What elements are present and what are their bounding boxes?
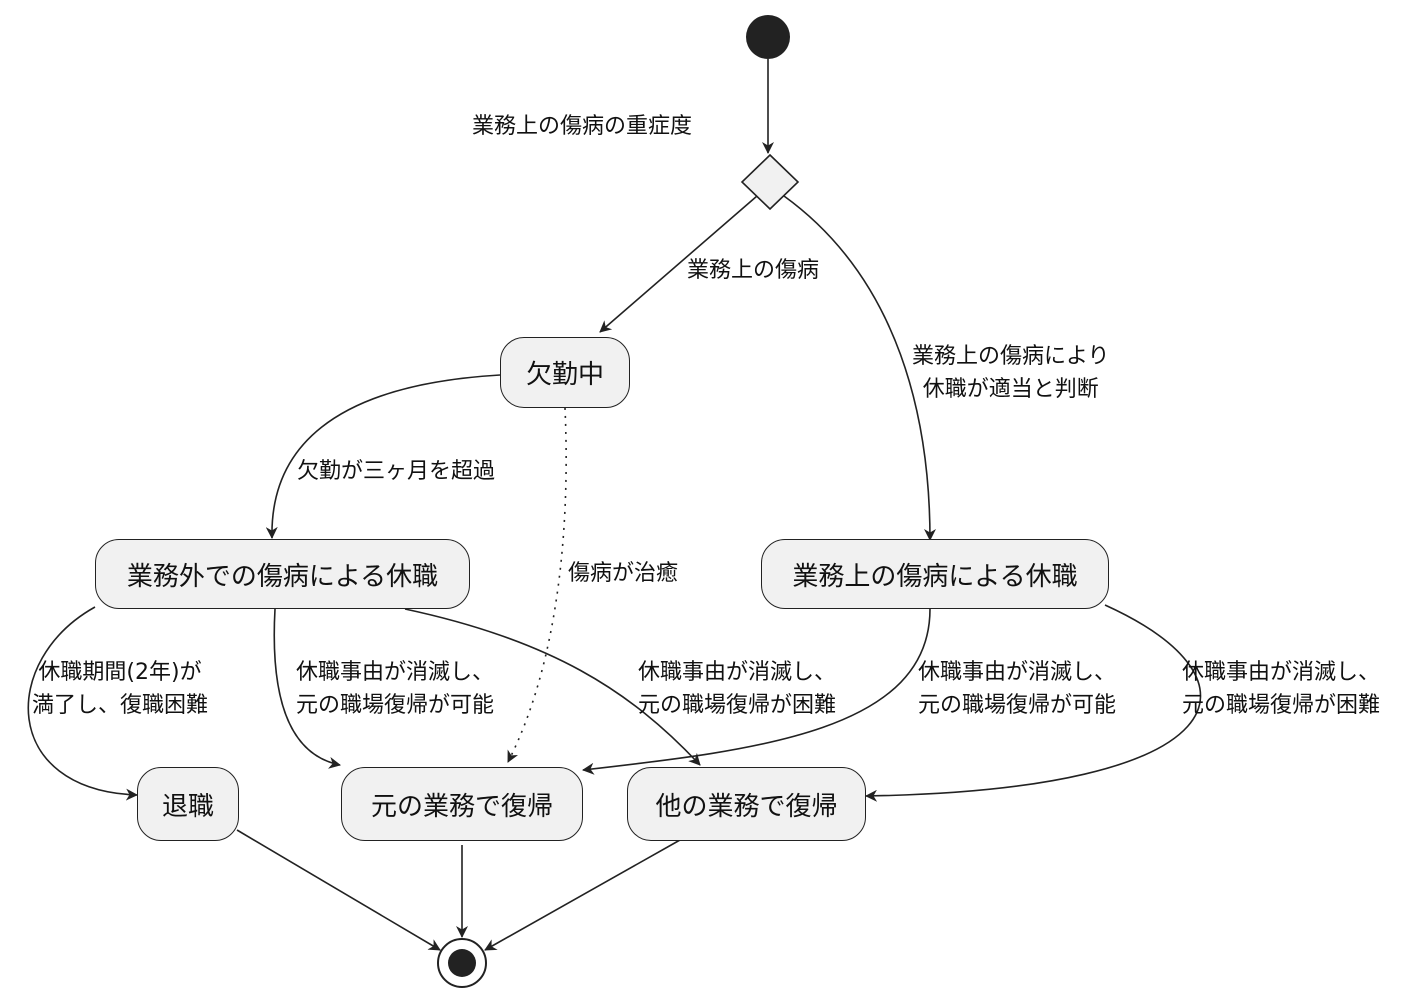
edge-absent-to-return-orig bbox=[507, 407, 567, 763]
label-work-injury: 業務上の傷病 bbox=[687, 258, 820, 283]
node-retire: 退職 bbox=[137, 767, 239, 841]
edge-nonwork-to-return-orig bbox=[273, 608, 341, 769]
label-nonwork-difficult: 休職事由が消滅し、 元の職場復帰が困難 bbox=[638, 660, 837, 718]
node-leave-nonwork: 業務外での傷病による休職 bbox=[95, 539, 470, 609]
edge-decision-to-absent bbox=[599, 195, 758, 333]
edge-return-other-to-end bbox=[484, 839, 681, 951]
edge-work-leave-to-return-orig bbox=[582, 608, 931, 775]
label-expired: 休職期間(2年)が 満了し、復職困難 bbox=[32, 660, 209, 718]
label-absence-exceeds: 欠勤が三ヶ月を超過 bbox=[297, 459, 496, 484]
label-severity: 業務上の傷病の重症度 bbox=[472, 114, 693, 139]
decision-diamond bbox=[740, 153, 800, 211]
edge-absent-to-nonwork-leave bbox=[265, 374, 501, 539]
label-work-leave-appropriate: 業務上の傷病により 休職が適当と判断 bbox=[912, 344, 1110, 402]
node-absent: 欠勤中 bbox=[500, 337, 630, 408]
edge-work-leave-to-return-other bbox=[865, 604, 1202, 802]
label-work-difficult: 休職事由が消滅し、 元の職場復帰が困難 bbox=[1182, 660, 1381, 718]
node-return-orig: 元の業務で復帰 bbox=[341, 767, 583, 841]
edge-retire-to-end bbox=[236, 829, 441, 951]
edge-nonwork-to-return-other bbox=[404, 608, 701, 766]
edge-nonwork-to-retire bbox=[27, 606, 138, 801]
node-return-other: 他の業務で復帰 bbox=[627, 767, 866, 841]
label-work-possible: 休職事由が消滅し、 元の職場復帰が可能 bbox=[918, 660, 1117, 718]
final-node-core bbox=[448, 949, 476, 977]
label-healed: 傷病が治癒 bbox=[568, 561, 679, 586]
label-nonwork-possible: 休職事由が消滅し、 元の職場復帰が可能 bbox=[296, 660, 495, 718]
edge-decision-to-work-leave bbox=[783, 195, 936, 541]
node-leave-work: 業務上の傷病による休職 bbox=[761, 539, 1109, 609]
initial-node bbox=[746, 15, 790, 59]
